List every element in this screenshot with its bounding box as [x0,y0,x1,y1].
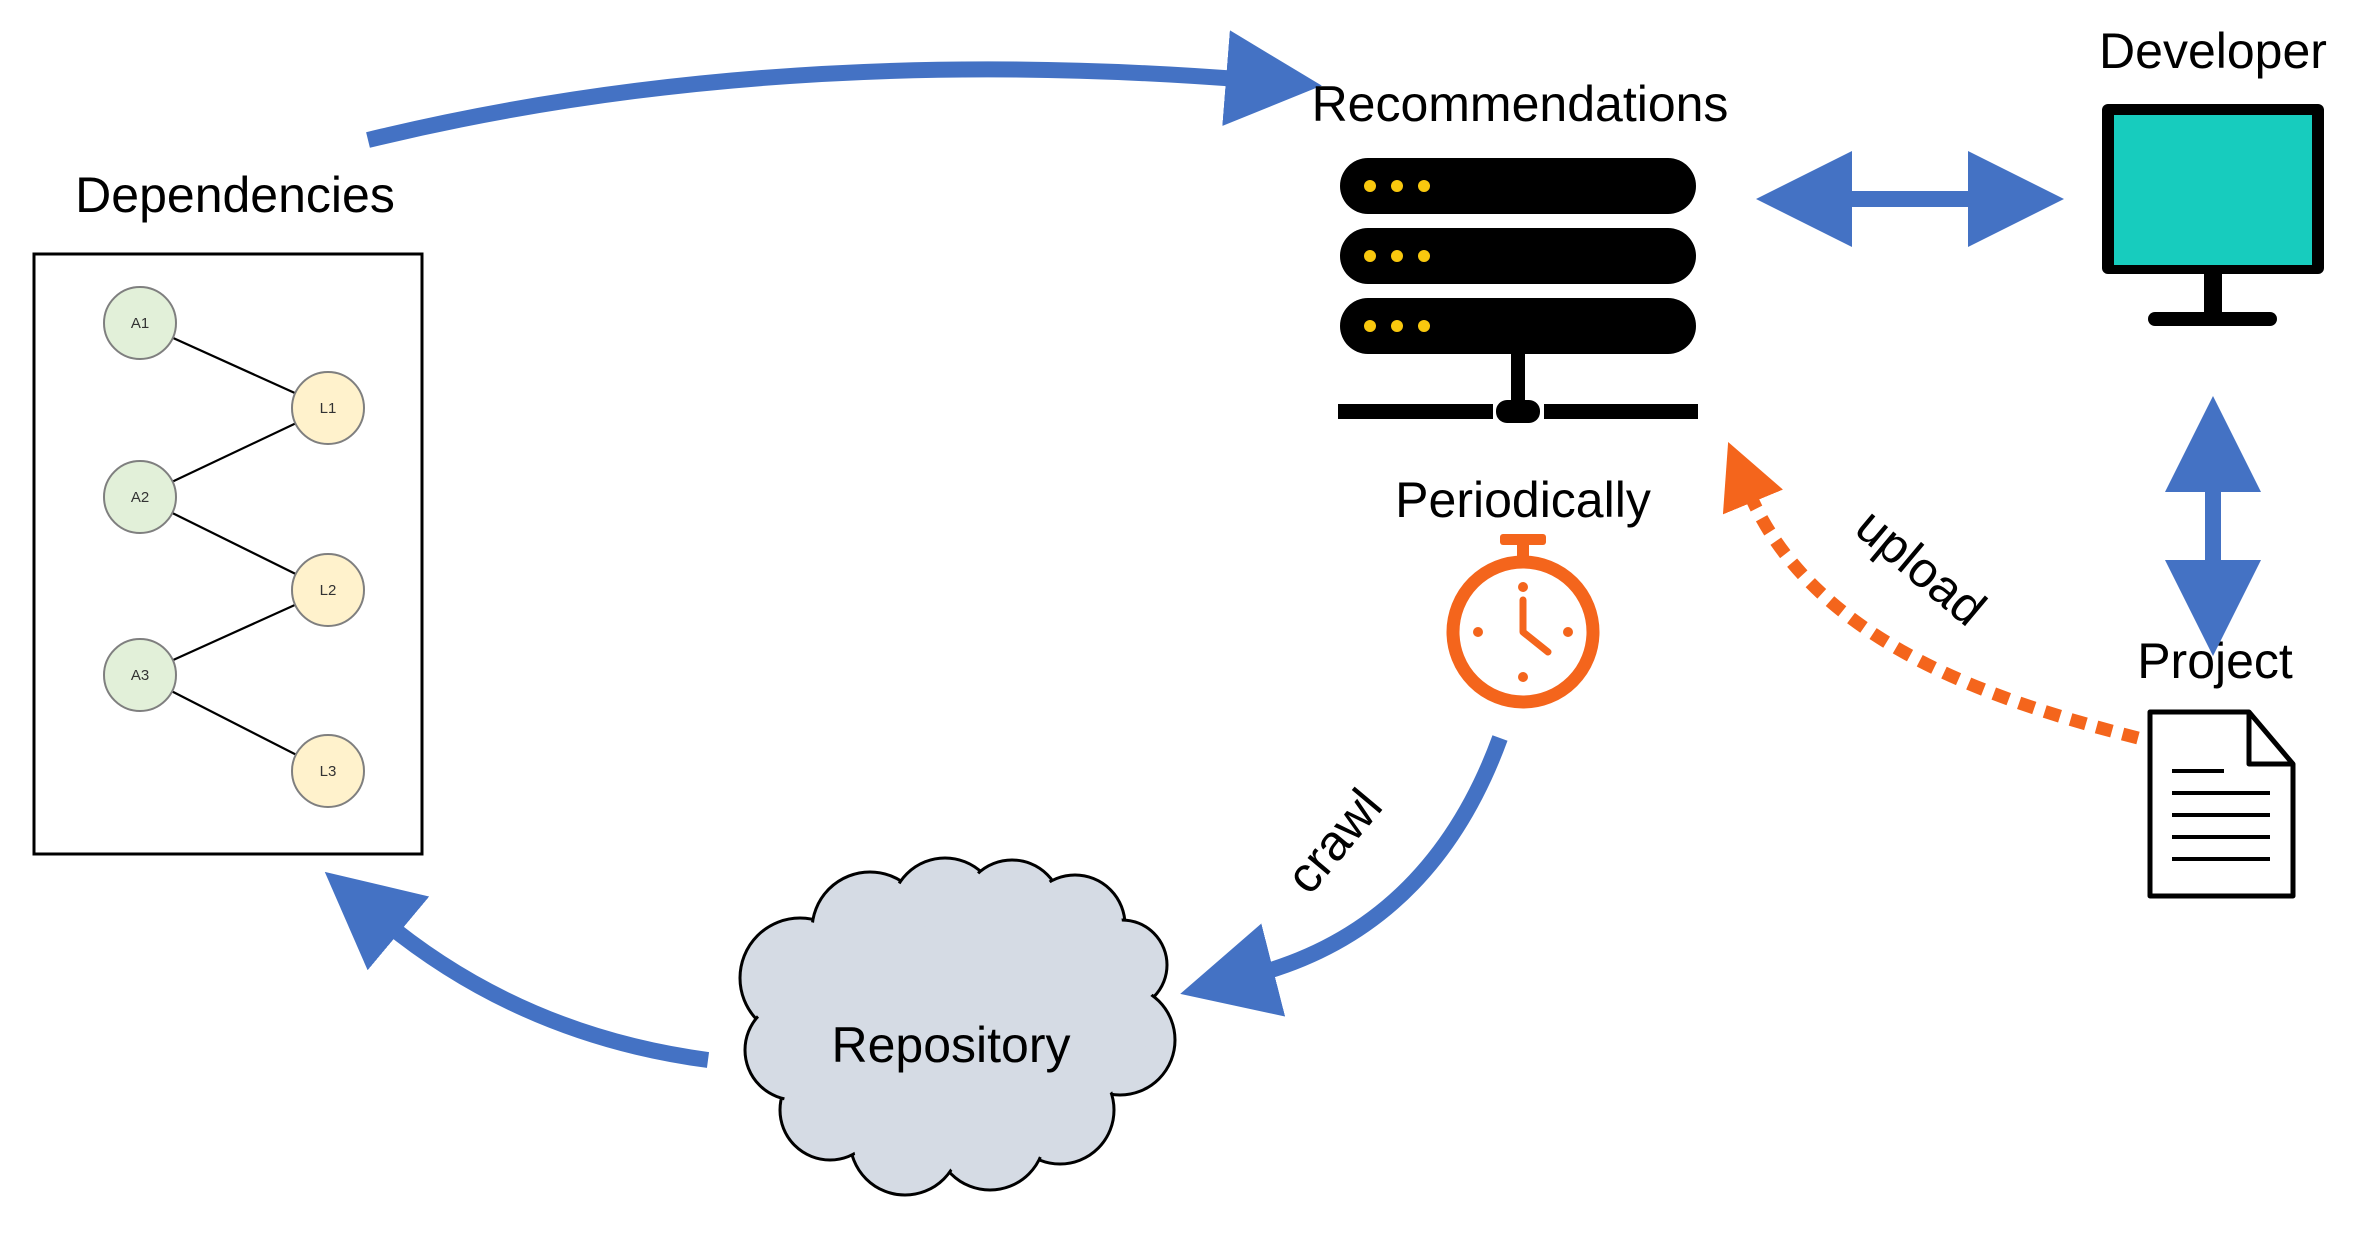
dependencies-label: Dependencies [75,167,395,223]
graph-node-l2: L2 [291,553,365,627]
svg-text:A3: A3 [131,667,149,684]
stopwatch-icon [1446,534,1600,709]
graph-node-a1: A1 [103,286,177,360]
developer-label: Developer [2099,23,2327,79]
periodically-label: Periodically [1395,472,1651,528]
graph-node-a2: A2 [103,460,177,534]
repository-label: Repository [832,1017,1071,1073]
cloud-fill [743,861,1172,1192]
recommendations-label: Recommendations [1312,76,1729,132]
graph-node-l3: L3 [291,734,365,808]
document-icon [2147,709,2296,899]
arrow-upload [1722,441,2140,745]
svg-text:L3: L3 [320,763,337,780]
graph-node-a3: A3 [103,638,177,712]
project-label: Project [2137,633,2293,689]
arrow-repository-to-dependencies [324,871,710,1068]
arrow-crawl [1180,735,1508,1017]
crawl-label: crawl [1275,778,1393,903]
graph-node-l1: L1 [291,371,365,445]
svg-text:A1: A1 [131,315,149,332]
monitor-icon [2102,104,2324,326]
upload-label: upload [1845,497,1996,636]
svg-text:L1: L1 [320,400,337,417]
dependency-graph: A1 L1 A2 L2 A3 L3 [32,252,424,856]
svg-text:L2: L2 [320,582,337,599]
server-icon [1338,158,1698,423]
arrow-dependencies-to-recommendations [366,30,1322,148]
svg-text:A2: A2 [131,489,149,506]
